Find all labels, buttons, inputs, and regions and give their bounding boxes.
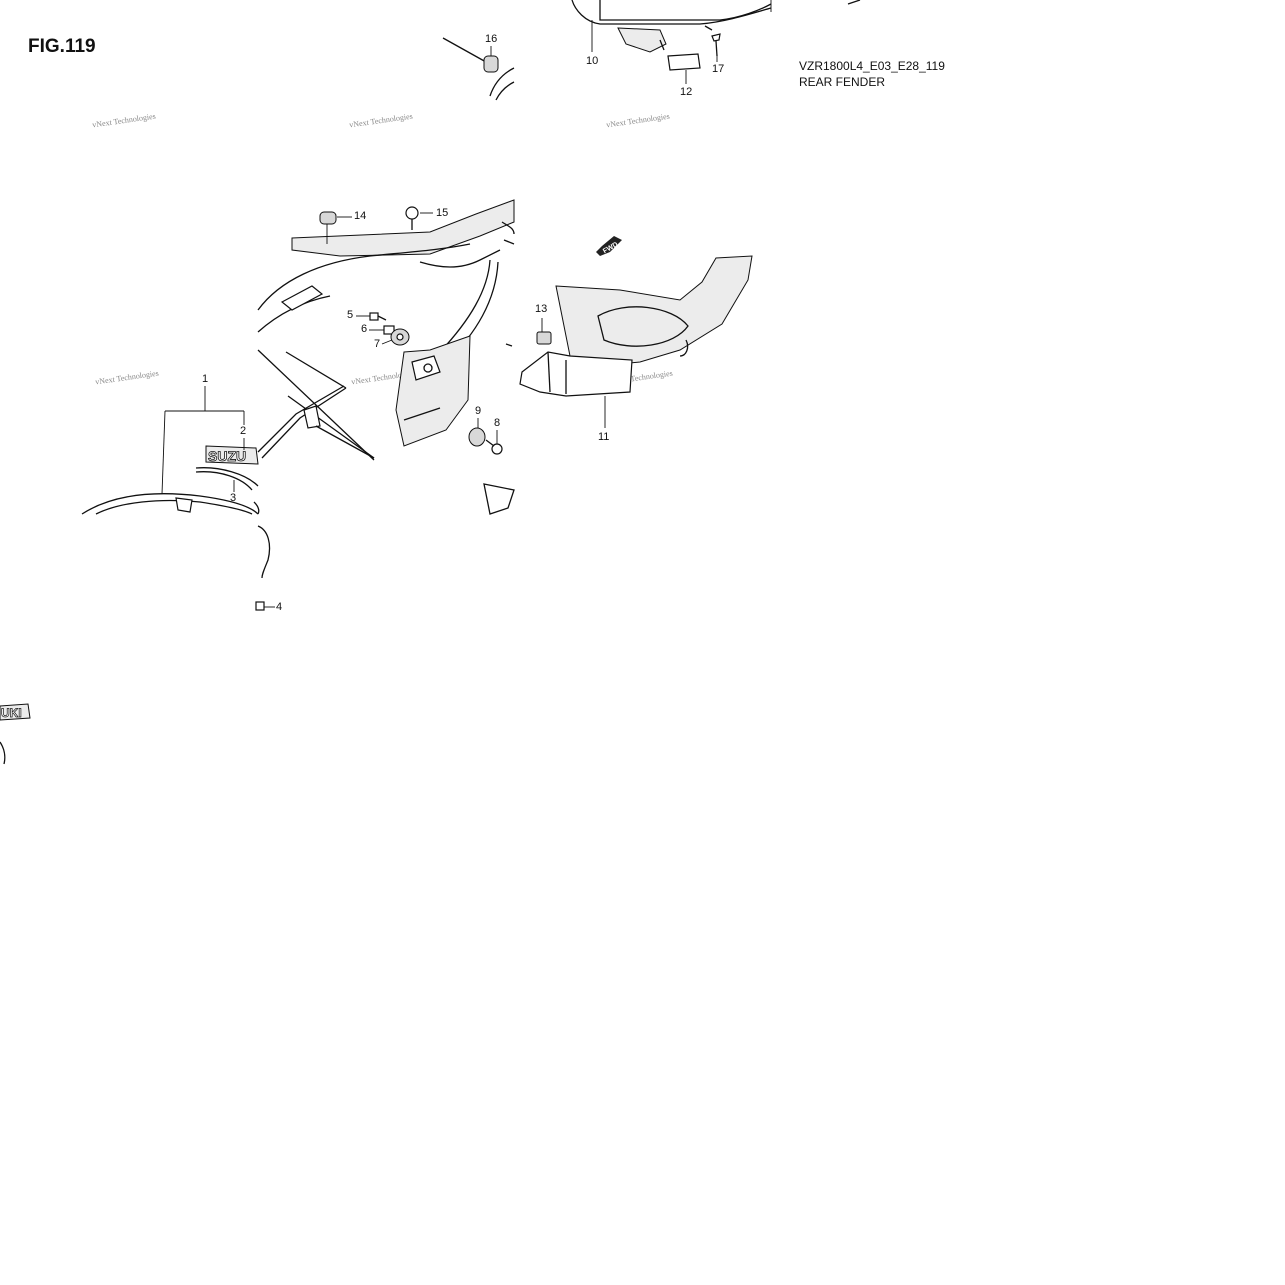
suzuki-emblem-fragment xyxy=(0,703,31,765)
part-4-clip xyxy=(255,525,275,611)
part-5-bolt xyxy=(356,312,387,321)
suzuki-emblem-text: SUZU xyxy=(208,448,246,464)
callout-1: 1 xyxy=(202,373,209,385)
part-7-grommet xyxy=(381,328,410,346)
part-15-clip xyxy=(405,206,433,230)
part-1-bracket xyxy=(161,386,245,495)
callout-16: 16 xyxy=(485,33,498,45)
fender-tail-part xyxy=(571,0,772,53)
callout-7: 7 xyxy=(374,338,381,350)
suzuki-fragment-text: UKI xyxy=(1,706,22,720)
callout-17: 17 xyxy=(712,63,725,75)
callout-3: 3 xyxy=(230,492,237,504)
figure-code: VZR1800L4_E03_E28_119 xyxy=(799,59,945,73)
part-12-pad xyxy=(667,53,701,71)
part-14-cap xyxy=(319,211,352,244)
callout-14: 14 xyxy=(354,210,367,222)
part-9-grommet xyxy=(468,418,486,447)
callout-11: 11 xyxy=(598,431,610,443)
callout-13: 13 xyxy=(535,303,548,315)
rear-fender-body xyxy=(81,493,260,515)
callout-10: 10 xyxy=(586,55,599,67)
part-16-grommet xyxy=(442,37,515,101)
figure-title: FIG.119 xyxy=(28,36,96,57)
fender-frame xyxy=(257,199,515,515)
callout-2: 2 xyxy=(240,425,247,437)
part-2-suzuki-emblem xyxy=(205,445,259,465)
part-6-collar xyxy=(369,325,395,335)
part-17-screw xyxy=(711,33,721,57)
callout-9: 9 xyxy=(475,405,482,417)
part-3-fender-trim xyxy=(195,467,259,491)
part-11-side-cover xyxy=(519,255,753,428)
figure-name: REAR FENDER xyxy=(799,75,886,89)
callout-12: 12 xyxy=(680,86,693,98)
fwd-arrow xyxy=(596,236,622,256)
fwd-text: FWD xyxy=(602,241,619,255)
part-8-bolt xyxy=(485,430,503,455)
part-13-pad xyxy=(536,318,552,345)
callout-6: 6 xyxy=(361,323,368,335)
callout-5: 5 xyxy=(347,309,354,321)
callout-8: 8 xyxy=(494,417,501,429)
callout-4: 4 xyxy=(276,601,283,613)
callout-15: 15 xyxy=(436,207,449,219)
